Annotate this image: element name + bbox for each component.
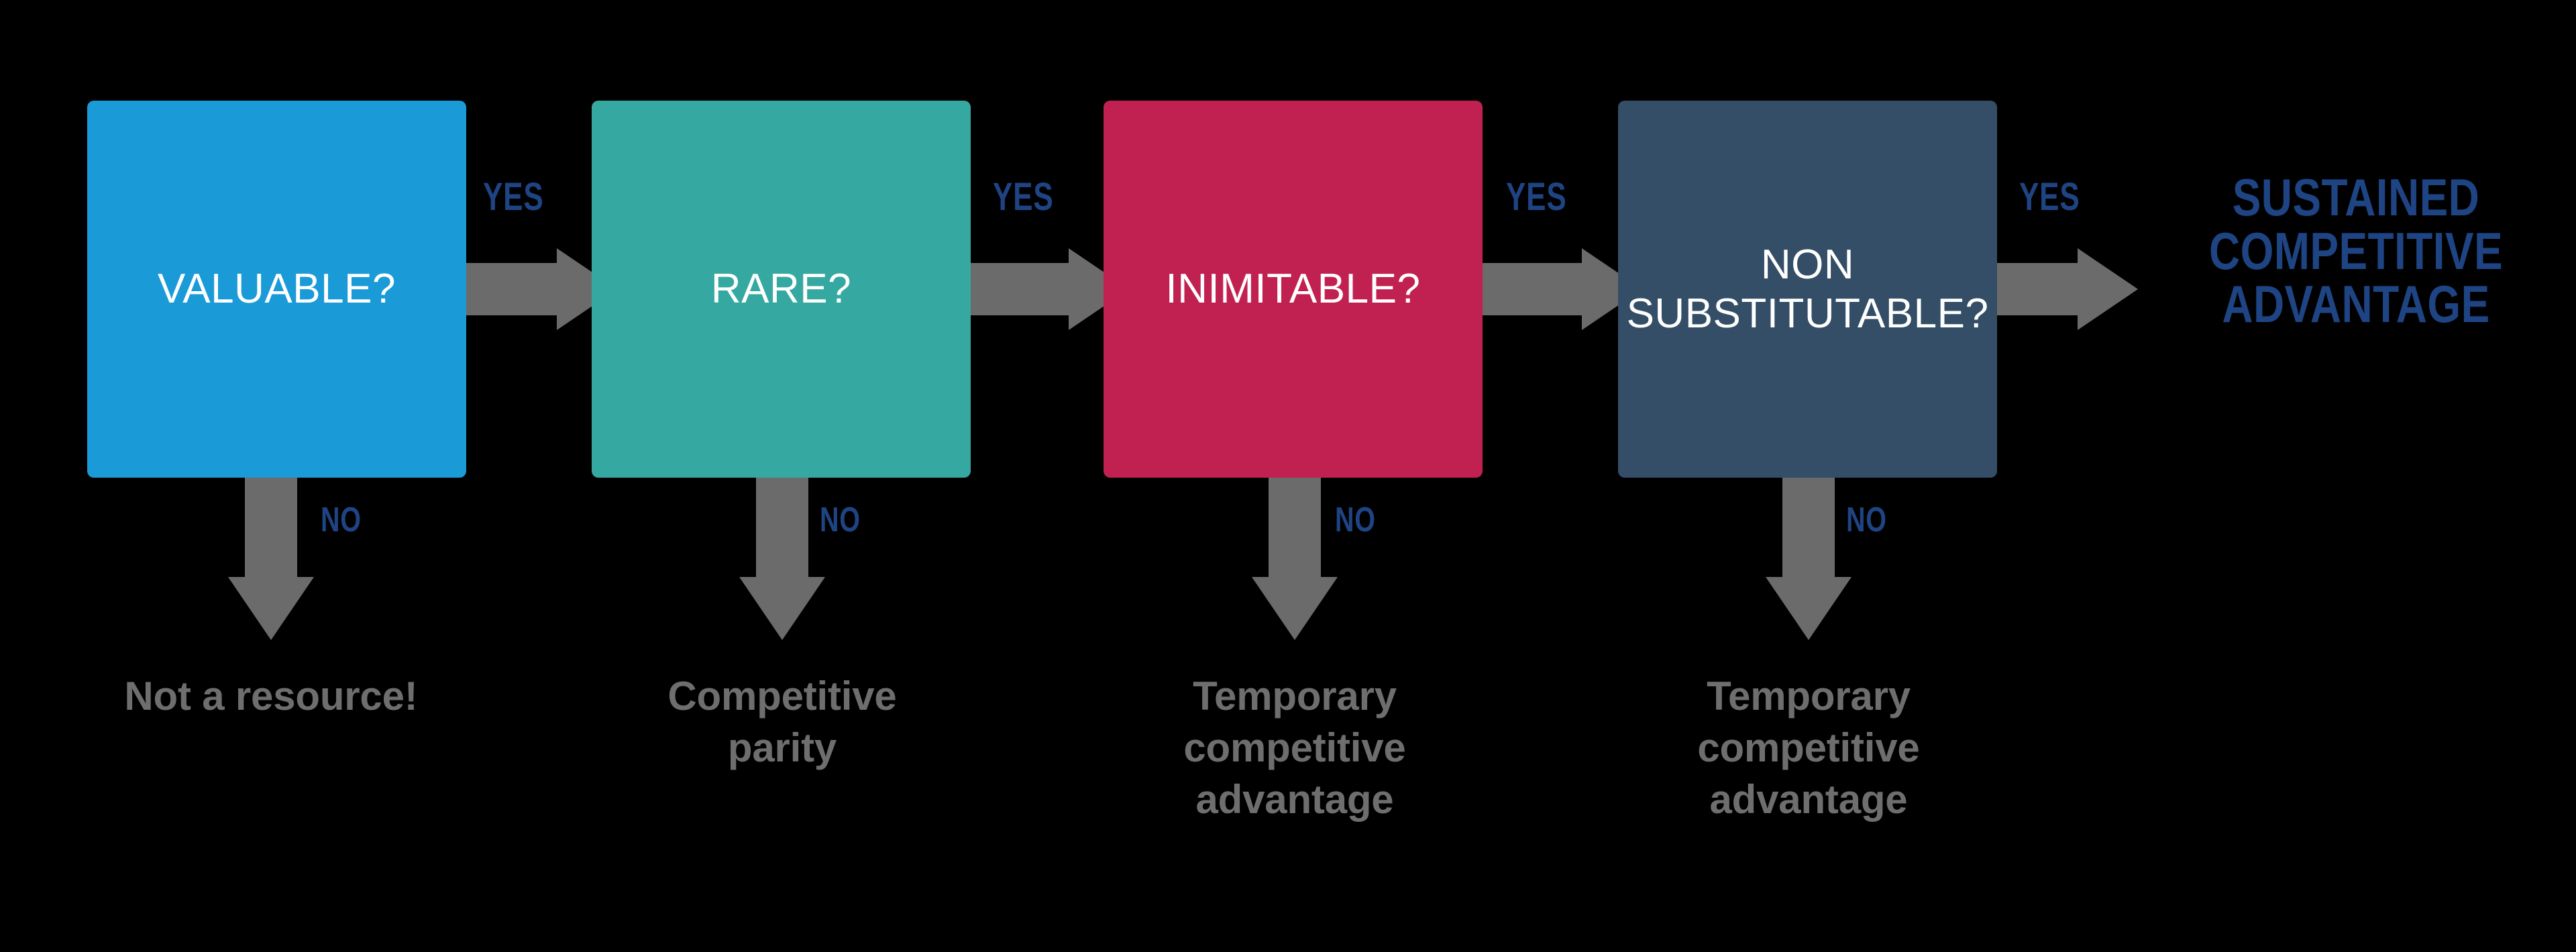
yes-label-inimitable: YES — [1506, 175, 1567, 219]
final-outcome-label: SUSTAINED COMPETITIVE ADVANTAGE — [2208, 168, 2504, 334]
no-label-inimitable: NO — [1335, 500, 1376, 539]
arrow-head — [2078, 248, 2138, 330]
no-label-valuable: NO — [321, 500, 362, 539]
no-label-rare: NO — [820, 500, 861, 539]
arrow-head — [1766, 577, 1851, 640]
arrow-shaft — [756, 478, 808, 578]
arrow-down-icon-valuable — [228, 478, 314, 640]
arrow-head — [1252, 577, 1338, 640]
decision-box-inimitable[interactable]: INIMITABLE? — [1104, 101, 1483, 478]
arrow-shaft — [1994, 263, 2079, 315]
yes-label-rare: YES — [993, 175, 1054, 219]
decision-box-valuable[interactable]: VALUABLE? — [87, 101, 466, 478]
decision-box-inimitable-label: INIMITABLE? — [1165, 266, 1421, 313]
yes-label-non-substitutable: YES — [2019, 175, 2080, 219]
arrow-shaft — [968, 263, 1070, 315]
arrow-head — [228, 577, 314, 640]
arrow-down-icon-rare — [739, 478, 825, 640]
decision-box-rare-label: RARE? — [710, 266, 852, 313]
arrow-shaft — [456, 263, 558, 315]
decision-box-rare[interactable]: RARE? — [592, 101, 971, 478]
arrow-shaft — [1782, 478, 1835, 578]
arrow-shaft — [245, 478, 297, 578]
arrow-shaft — [1481, 263, 1583, 315]
outcome-label-valuable-no: Not a resource! — [124, 674, 418, 719]
outcome-label-non-substitutable-no: Temporary competitive advantage — [1697, 674, 1920, 822]
arrow-down-icon-non-substitutable — [1766, 478, 1851, 640]
decision-box-non-substitutable[interactable]: NON SUBSTITUTABLE? — [1618, 101, 1997, 478]
arrow-right-icon-non-substitutable-to-final — [1994, 248, 2138, 330]
arrow-shaft — [1269, 478, 1321, 578]
arrow-down-icon-inimitable — [1252, 478, 1338, 640]
decision-box-valuable-label: VALUABLE? — [158, 266, 396, 313]
outcome-label-rare-no: Competitive parity — [667, 674, 897, 770]
no-label-non-substitutable: NO — [1846, 500, 1887, 539]
outcome-label-inimitable-no: Temporary competitive advantage — [1183, 674, 1406, 822]
arrow-head — [739, 577, 825, 640]
decision-box-non-substitutable-label: NON SUBSTITUTABLE? — [1626, 241, 1989, 337]
yes-label-valuable: YES — [483, 175, 544, 219]
